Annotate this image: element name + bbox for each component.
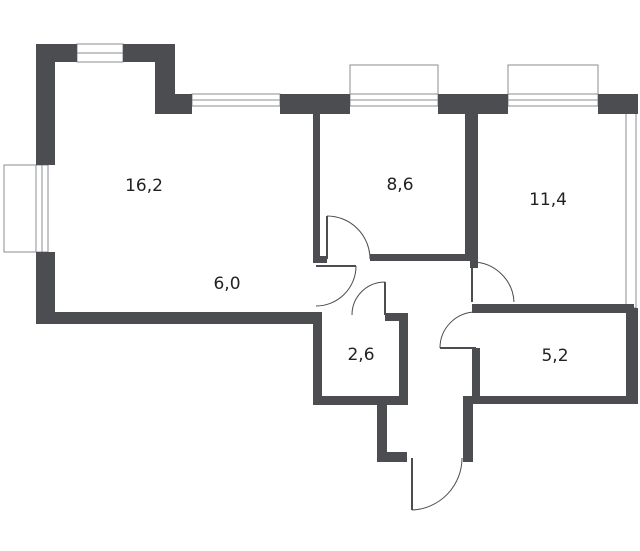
door-bedroom-1 [326,215,371,260]
window-bedroom-2 [507,64,599,107]
door-bedroom-2 [471,261,515,303]
window-bedroom-1 [349,64,439,107]
area-label-bedroom-1: 8,6 [386,175,413,195]
area-label-bathroom: 2,6 [347,345,374,365]
door-kitchen [315,265,357,307]
area-label-kitchen: 6,0 [213,274,240,294]
window-right [625,107,637,309]
window-left [3,164,49,253]
room-labels: 16,2 8,6 11,4 6,0 2,6 5,2 [125,175,568,366]
area-label-living: 16,2 [125,176,163,196]
door-entrance [411,457,463,511]
area-label-bedroom-2: 11,4 [529,190,567,210]
door-bathroom [351,281,386,316]
area-label-storage: 5,2 [541,346,568,366]
window-top-left [76,43,124,63]
walls [36,44,638,462]
window-bay-side [191,93,281,107]
door-storage [439,311,477,349]
doors [315,215,515,511]
